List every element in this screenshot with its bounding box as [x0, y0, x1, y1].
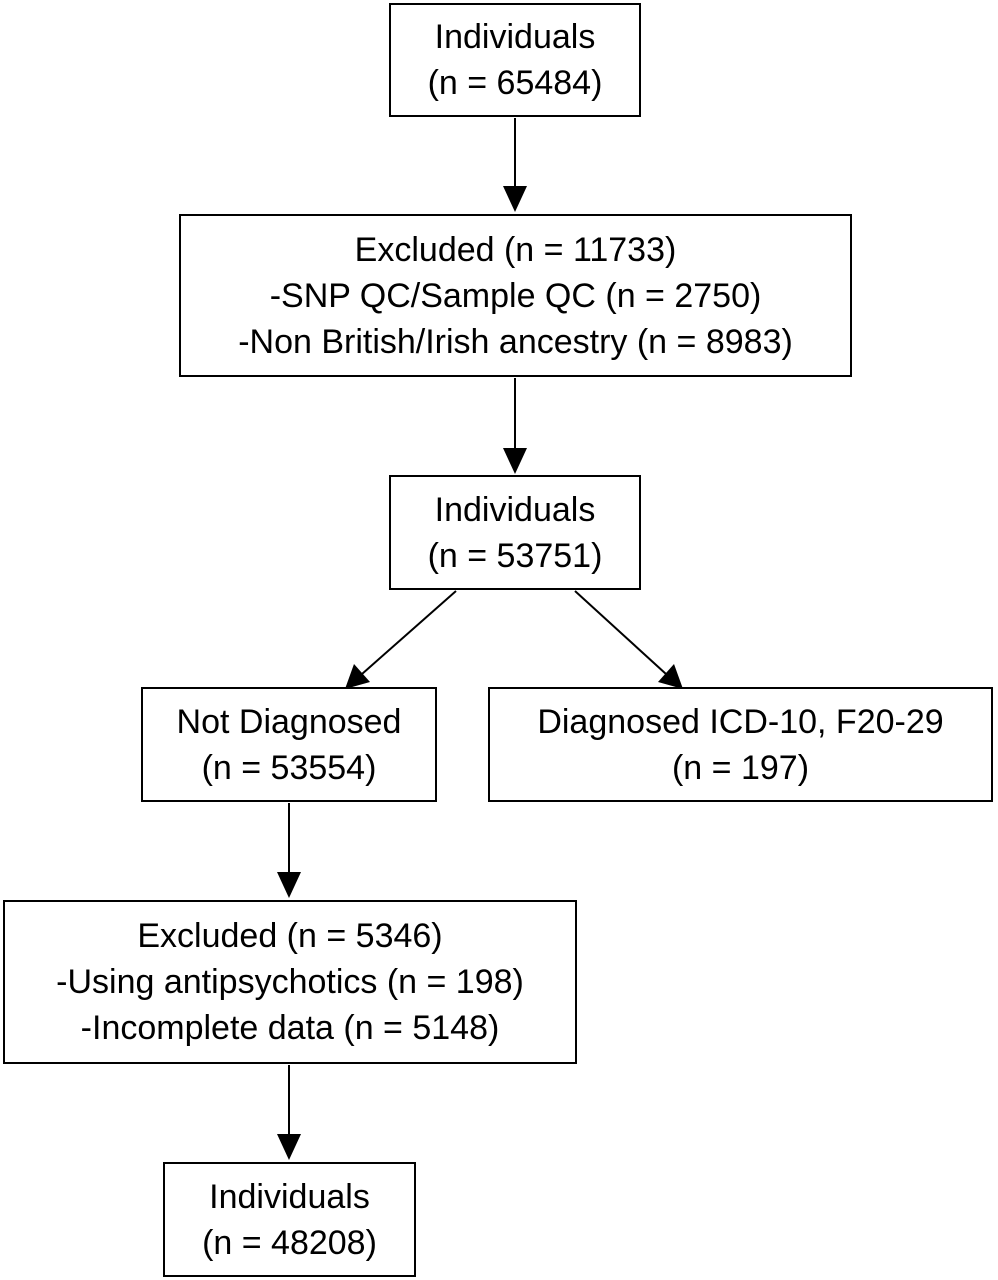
box-count: (n = 197)	[671, 748, 810, 787]
individuals-initial-box: Individuals (n = 65484)	[389, 3, 641, 117]
not-diagnosed-box: Not Diagnosed (n = 53554)	[141, 687, 437, 802]
individuals-final-box: Individuals (n = 48208)	[163, 1162, 416, 1277]
box-title: Individuals	[434, 18, 596, 56]
exclusion-antipsychotics-box: Excluded (n = 5346) -Using antipsychotic…	[3, 900, 577, 1064]
arrow-exclusion-1-to-individuals	[503, 378, 527, 474]
box-title: Excluded (n = 11733)	[354, 230, 677, 269]
individuals-after-qc-box: Individuals (n = 53751)	[389, 475, 641, 590]
box-title: Individuals	[434, 490, 596, 529]
exclusion-item: -SNP QC/Sample QC (n = 2750)	[269, 276, 762, 315]
arrow-not-diagnosed-to-exclusion-2	[277, 803, 301, 898]
box-count: (n = 65484)	[427, 64, 603, 102]
arrow-start-to-exclusion-1	[503, 118, 527, 212]
arrow-individuals-to-not-diagnosed	[345, 590, 457, 689]
exclusion-qc-box: Excluded (n = 11733) -SNP QC/Sample QC (…	[179, 214, 852, 377]
box-title: Excluded (n = 5346)	[137, 917, 443, 955]
exclusion-item: -Incomplete data (n = 5148)	[80, 1009, 500, 1047]
box-count: (n = 53554)	[201, 748, 377, 787]
box-title: Individuals	[209, 1177, 370, 1216]
box-count: (n = 48208)	[202, 1223, 377, 1262]
arrow-individuals-to-diagnosed	[574, 590, 683, 689]
box-title: Not Diagnosed	[176, 702, 402, 741]
box-title: Diagnosed ICD-10, F20-29	[537, 702, 944, 741]
exclusion-item: -Using antipsychotics (n = 198)	[56, 963, 524, 1001]
diagnosed-box: Diagnosed ICD-10, F20-29 (n = 197)	[488, 687, 993, 802]
exclusion-item: -Non British/Irish ancestry (n = 8983)	[238, 322, 793, 361]
arrow-exclusion-2-to-final	[277, 1065, 301, 1160]
box-count: (n = 53751)	[427, 536, 603, 575]
